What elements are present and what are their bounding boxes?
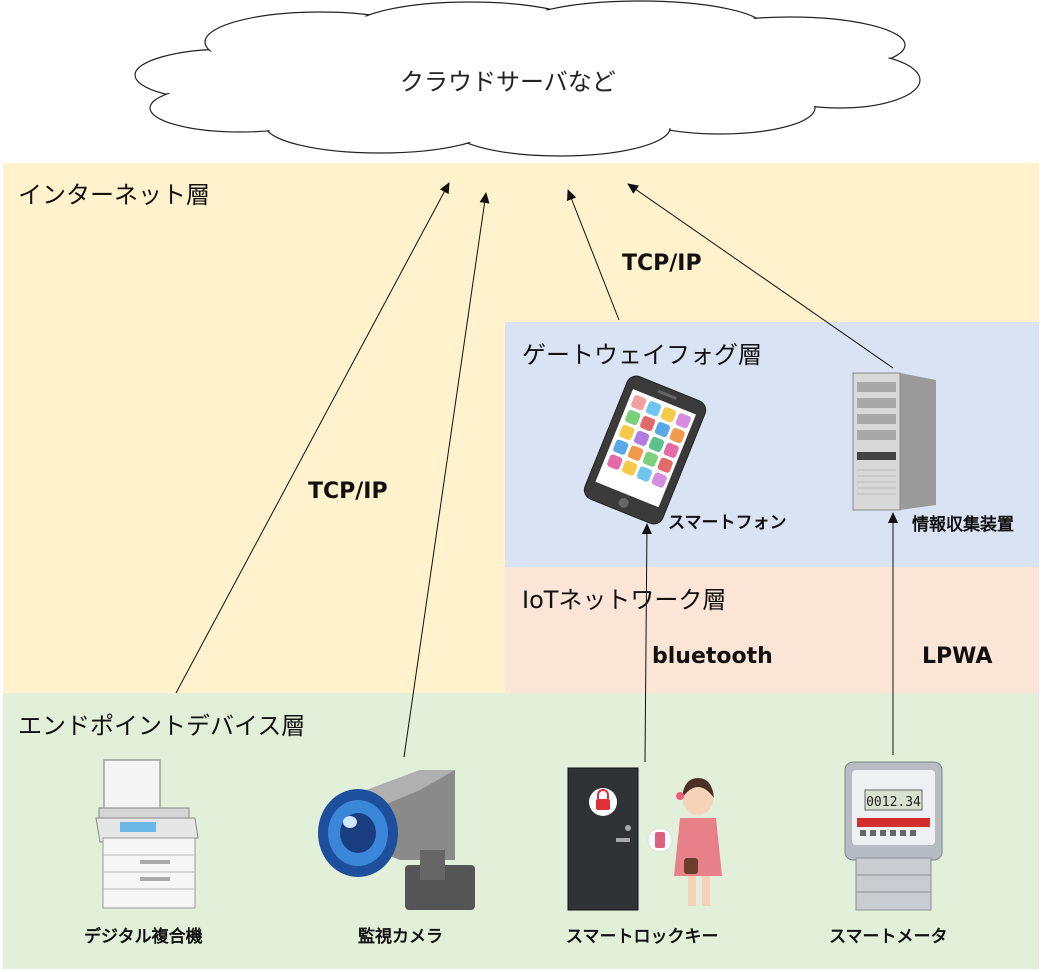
smart-lock-label: スマートロックキー xyxy=(566,927,719,947)
smart-meter-label: スマートメータ xyxy=(829,927,948,947)
collector-label: 情報収集装置 xyxy=(912,515,1014,535)
smart-meter-icon: 0012.34 xyxy=(844,761,943,911)
smart-lock-icon xyxy=(567,767,722,911)
camera-label: 監視カメラ xyxy=(358,927,443,947)
arrow-camera-to-cloud xyxy=(403,192,490,758)
iot-network-layer-label: IoTネットワーク層 xyxy=(522,586,727,614)
smartphone-icon xyxy=(583,375,707,525)
protocol-label-lpwa: LPWA xyxy=(922,644,993,669)
arrow-mfp-to-cloud xyxy=(175,182,450,694)
camera-icon xyxy=(318,770,475,910)
arrow-smartphone-to-cloud xyxy=(566,189,620,321)
cloud-label: クラウドサーバなど xyxy=(400,68,616,96)
gateway-layer-label: ゲートウェイフォグ層 xyxy=(522,341,762,369)
protocol-label-bluetooth: bluetooth xyxy=(652,644,773,669)
arrow-collector-to-cloud xyxy=(627,183,894,369)
mfp-icon xyxy=(95,759,199,909)
protocol-label-tcp-ip-top: TCP/IP xyxy=(622,251,702,276)
iot-network-layer xyxy=(505,567,1039,693)
mfp-label: デジタル複合機 xyxy=(84,927,203,947)
smartphone-label: スマートフォン xyxy=(668,513,787,533)
endpoint-layer-label: エンドポイントデバイス層 xyxy=(18,712,306,740)
internet-layer-label: インターネット層 xyxy=(18,181,210,209)
svg-text:0012.34: 0012.34 xyxy=(866,795,921,810)
gateway-fog-layer xyxy=(505,322,1039,567)
arrow-lock-to-smartphone xyxy=(641,523,652,763)
server-icon xyxy=(852,372,936,511)
protocol-label-tcp-ip-left: TCP/IP xyxy=(308,479,388,504)
